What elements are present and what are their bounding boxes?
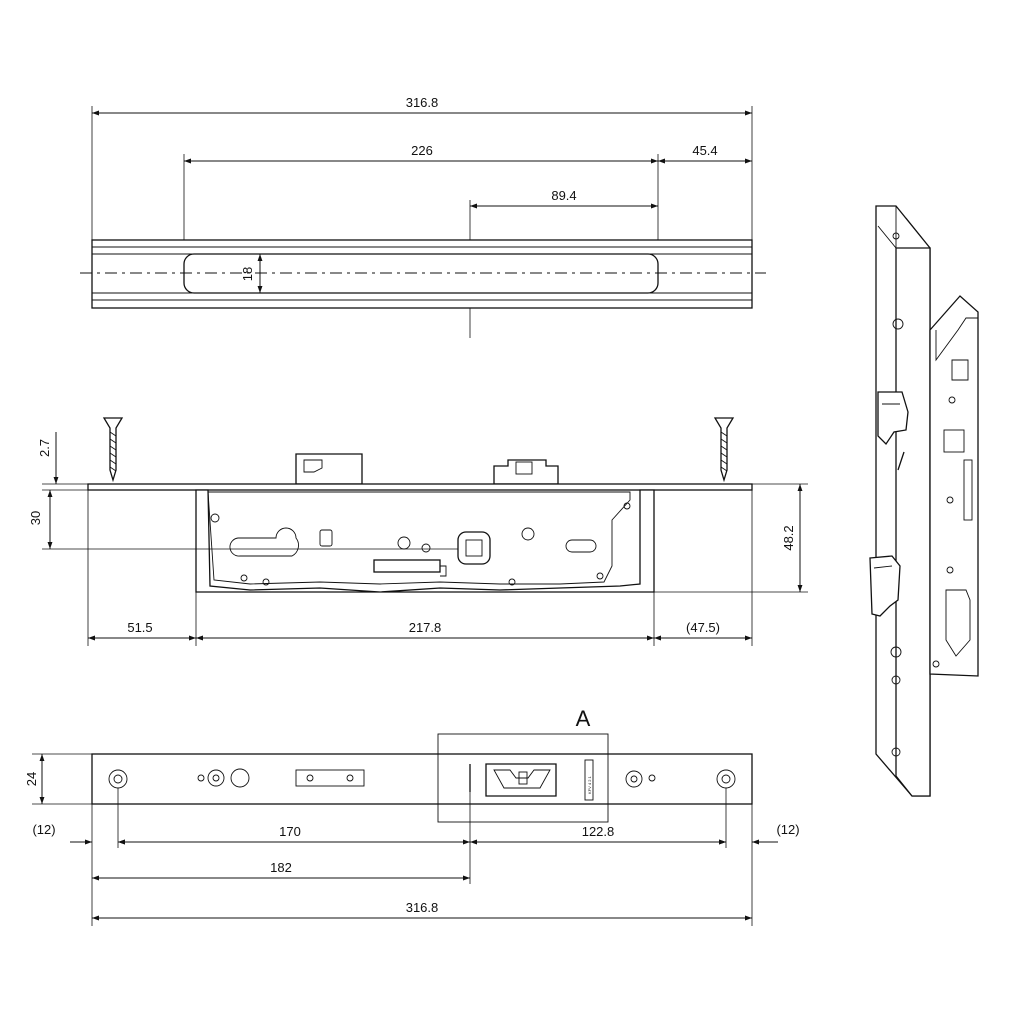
deadbolt-hook [493,459,559,485]
label-right-margin: (12) [776,822,799,837]
engraving-text: KFV 4 2 1 [587,775,592,794]
label-end-offset: 45.4 [692,143,717,158]
label-center-offset: 89.4 [551,188,576,203]
deadbolt-window [485,763,557,797]
label-right-spacing: 122.8 [582,824,615,839]
label-center-distance: 182 [270,860,292,875]
label-faceplate-width: 24 [24,772,39,786]
front-faceplate [91,753,753,805]
label-follower-height: 30 [28,511,43,525]
label-left-margin: (12) [32,822,55,837]
top-view: 316.8 226 45.4 89.4 18 [80,95,766,338]
label-right-section: (47.5) [686,620,720,635]
detail-box-a [437,733,609,823]
detail-label-a: A [576,706,591,731]
perspective-case [929,295,979,677]
latch-bolt [295,453,363,485]
lock-case [195,489,655,593]
follower-square [457,531,491,565]
label-screw-offset: 2.7 [37,439,52,457]
label-overall-bottom: 316.8 [406,900,439,915]
screw-right [713,417,735,483]
cylinder-cutout [229,527,299,557]
side-faceplate [87,483,753,491]
front-view: A KFV 4 2 1 24 [24,706,800,926]
label-left-section: 51.5 [127,620,152,635]
screw-left [102,417,124,483]
side-view: 2.7 30 48.2 51.5 217.8 (47.5) [28,417,808,646]
label-slot-width: 18 [240,267,255,281]
label-overall-top: 316.8 [406,95,439,110]
label-case-height: 48.2 [781,525,796,550]
latch-window [295,769,365,787]
label-screw-spacing: 170 [279,824,301,839]
label-case-length: 217.8 [409,620,442,635]
label-slot-length: 226 [411,143,433,158]
perspective-view [869,205,979,797]
